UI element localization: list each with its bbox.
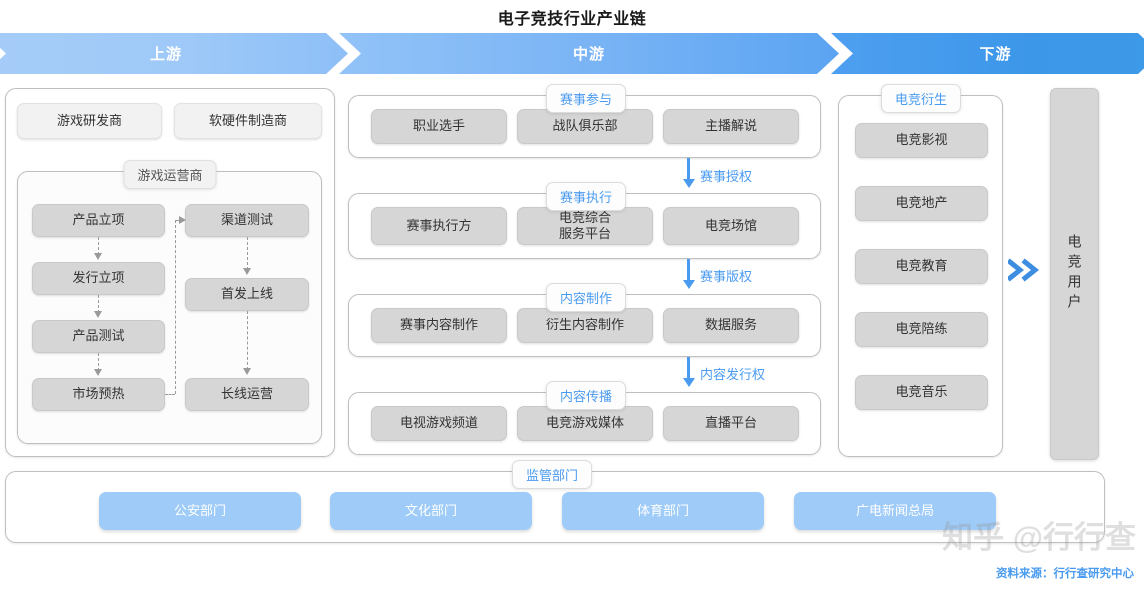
group-label-execution: 赛事执行 — [545, 182, 627, 211]
stage-band-row: 上游 中游 下游 — [0, 33, 1144, 74]
node-event-content-production[interactable]: 赛事内容制作 — [371, 308, 507, 343]
regulator-panel: 监管部门 公安部门 文化部门 体育部门 广电新闻总局 — [5, 460, 1105, 543]
group-label-participation: 赛事参与 — [545, 84, 627, 113]
arrow-line-1 — [98, 237, 99, 255]
arrow-head-crossover — [179, 216, 186, 224]
node-tv-game-channel[interactable]: 电视游戏频道 — [371, 406, 507, 441]
regulator-label: 监管部门 — [511, 460, 593, 489]
arrow-line-2 — [98, 295, 99, 313]
midstream-group-execution: 赛事执行 赛事执行方 电竞综合 服务平台 电竞场馆 — [348, 182, 821, 259]
arrow-line-4 — [247, 237, 248, 270]
game-operator-group: 游戏运营商 产品立项 发行立项 产品测试 市场预热 渠道测试 首发上线 长线运营 — [17, 160, 322, 444]
group-label-distribution: 内容传播 — [545, 381, 627, 410]
node-streamer-commentator[interactable]: 主播解说 — [663, 109, 799, 144]
node-esports-media[interactable]: 电竞游戏媒体 — [517, 406, 653, 441]
flow-label-event-copyright: 赛事版权 — [700, 269, 753, 284]
flow-arrow-2-line — [687, 259, 690, 284]
double-chevron-right-icon — [1006, 258, 1046, 287]
midstream-group-distribution: 内容传播 电视游戏频道 电竞游戏媒体 直播平台 — [348, 381, 821, 455]
upstream-panel: 游戏研发商 软硬件制造商 游戏运营商 产品立项 发行立项 产品测试 市场预热 渠… — [5, 88, 335, 457]
node-channel-testing[interactable]: 渠道测试 — [185, 204, 309, 237]
node-event-operator[interactable]: 赛事执行方 — [371, 207, 507, 245]
node-esports-service-platform[interactable]: 电竞综合 服务平台 — [517, 207, 653, 245]
node-team-club[interactable]: 战队俱乐部 — [517, 109, 653, 144]
node-esports-music[interactable]: 电竞音乐 — [855, 375, 988, 410]
node-hardware-manufacturer[interactable]: 软硬件制造商 — [174, 103, 322, 139]
page-title: 电子竞技行业产业链 — [497, 11, 647, 28]
node-game-developer[interactable]: 游戏研发商 — [17, 103, 162, 139]
group-label-production: 内容制作 — [545, 283, 627, 312]
arrow-crossover-top — [175, 220, 181, 221]
flow-arrow-1-line — [687, 158, 690, 183]
flow-label-event-license: 赛事授权 — [700, 169, 753, 184]
flow-arrow-3-line — [687, 357, 690, 382]
flow-arrow-2-head — [682, 280, 695, 289]
node-esports-users[interactable]: 电竞用户 — [1050, 88, 1099, 460]
game-operator-label: 游戏运营商 — [123, 160, 217, 189]
node-market-warmup[interactable]: 市场预热 — [32, 378, 165, 411]
midstream-group-production: 内容制作 赛事内容制作 衍生内容制作 数据服务 — [348, 283, 821, 357]
arrow-line-5 — [247, 311, 248, 370]
arrow-head-3 — [94, 369, 102, 376]
arrow-line-3 — [98, 353, 99, 371]
stage-band-midstream: 中游 — [339, 33, 839, 74]
arrow-crossover-bottom — [165, 394, 175, 395]
flow-arrow-1-head — [682, 179, 695, 188]
node-esports-coaching[interactable]: 电竞陪练 — [855, 312, 988, 347]
node-esports-venue[interactable]: 电竞场馆 — [663, 207, 799, 245]
node-culture-dept[interactable]: 文化部门 — [330, 492, 532, 530]
arrow-head-1 — [94, 253, 102, 260]
node-product-testing[interactable]: 产品测试 — [32, 320, 165, 353]
node-data-service[interactable]: 数据服务 — [663, 308, 799, 343]
source-note: 资料来源：行行查研究中心 — [996, 568, 1134, 580]
downstream-group-derivatives: 电竞衍生 电竞影视 电竞地产 电竞教育 电竞陪练 电竞音乐 — [838, 84, 1003, 457]
node-sports-dept[interactable]: 体育部门 — [562, 492, 764, 530]
arrow-head-2 — [94, 311, 102, 318]
node-esports-realestate[interactable]: 电竞地产 — [855, 186, 988, 221]
arrow-head-4 — [243, 268, 251, 275]
arrow-head-5 — [243, 368, 251, 375]
node-first-release[interactable]: 首发上线 — [185, 278, 309, 311]
node-public-security-dept[interactable]: 公安部门 — [99, 492, 301, 530]
stage-band-upstream: 上游 — [0, 33, 348, 74]
esports-users-label: 电竞用户 — [1066, 234, 1083, 314]
node-live-platform[interactable]: 直播平台 — [663, 406, 799, 441]
node-radio-press-administration[interactable]: 广电新闻总局 — [794, 492, 996, 530]
node-publishing-initiation[interactable]: 发行立项 — [32, 262, 165, 295]
node-derivative-content-production[interactable]: 衍生内容制作 — [517, 308, 653, 343]
node-esports-film[interactable]: 电竞影视 — [855, 123, 988, 158]
midstream-group-participation: 赛事参与 职业选手 战队俱乐部 主播解说 — [348, 84, 821, 158]
node-pro-player[interactable]: 职业选手 — [371, 109, 507, 144]
arrow-crossover-riser — [175, 220, 176, 394]
group-label-derivatives: 电竞衍生 — [880, 84, 962, 113]
node-product-initiation[interactable]: 产品立项 — [32, 204, 165, 237]
node-longterm-operation[interactable]: 长线运营 — [185, 378, 309, 411]
flow-arrow-3-head — [682, 378, 695, 387]
stage-band-downstream: 下游 — [831, 33, 1144, 74]
node-esports-education[interactable]: 电竞教育 — [855, 249, 988, 284]
flow-label-content-distribution: 内容发行权 — [700, 367, 766, 382]
